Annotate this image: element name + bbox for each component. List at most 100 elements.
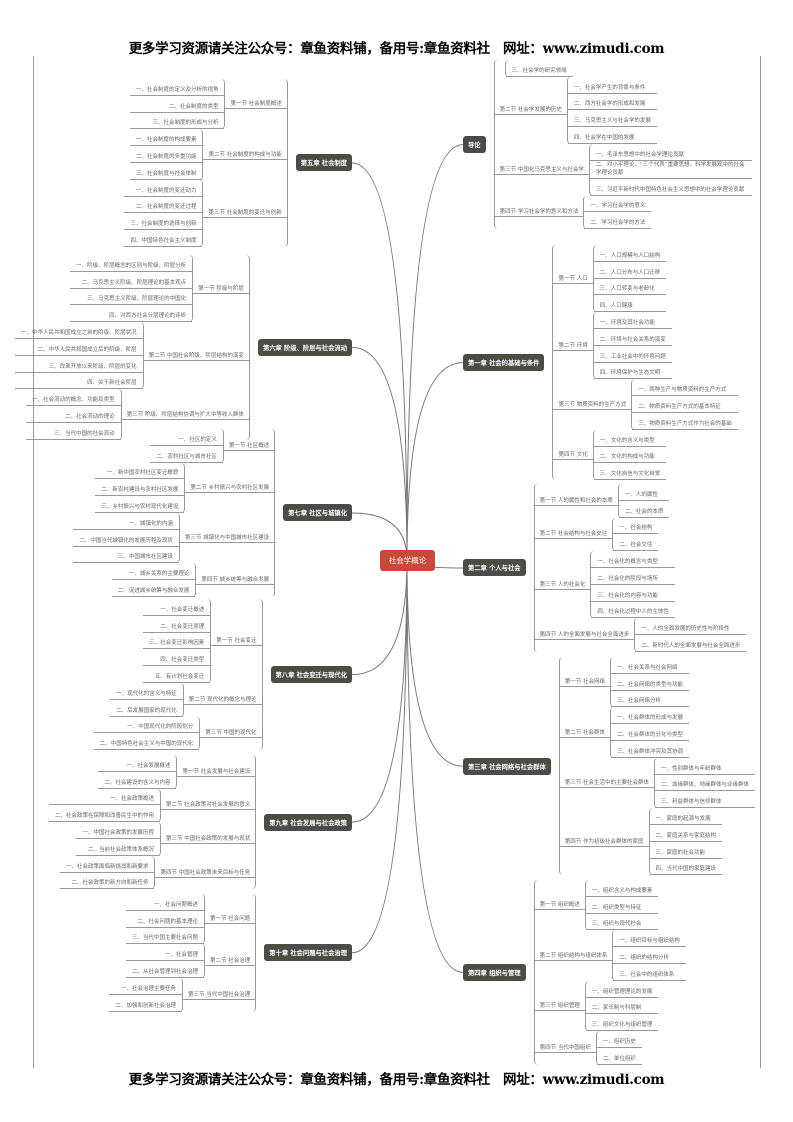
topic-node[interactable]: 三、组织与现代社会 bbox=[585, 914, 659, 931]
topic-node[interactable]: 一、组织管理理论的发展 bbox=[585, 981, 659, 998]
chapter-node[interactable]: 第四章 组织与管理 bbox=[463, 963, 526, 981]
topic-node[interactable]: 二、当前社会政策体系概况 bbox=[76, 839, 160, 856]
topic-node[interactable]: 三、当代中国主要社会问题 bbox=[125, 928, 204, 945]
topic-node[interactable]: 二、新农村建设与农村社区发展 bbox=[95, 479, 185, 497]
topic-node[interactable]: 二、促进城乡统筹与融合发展 bbox=[111, 580, 196, 597]
topic-node[interactable]: 一、社会制度的变迁动力 bbox=[124, 180, 203, 197]
topic-node[interactable]: 一、学习社会学的意义 bbox=[584, 196, 652, 213]
topic-node[interactable]: 二、学习社会学的方法 bbox=[584, 212, 652, 230]
topic-node[interactable]: 一、社会管理 bbox=[125, 944, 204, 962]
section-node[interactable]: 第一节 社会发展与社会建设 bbox=[177, 767, 256, 777]
section-node[interactable]: 第三节 中国的现代化 bbox=[200, 728, 262, 739]
topic-node[interactable]: 一、家庭的起源与发展 bbox=[649, 808, 723, 825]
topic-node[interactable]: 一、现代化的含义与特征 bbox=[110, 683, 183, 700]
topic-node[interactable]: 三、社会中的组织体系 bbox=[613, 964, 686, 981]
topic-node[interactable]: 一、人的全面发展的历史性与阶段性 bbox=[635, 618, 747, 636]
topic-node[interactable]: 三、组织文化与组织管理 bbox=[585, 1014, 659, 1032]
topic-node[interactable]: 二、从社会管理到社会治理 bbox=[125, 961, 204, 978]
topic-node[interactable]: 四、中国特色社会主义制度 bbox=[124, 230, 203, 247]
topic-node[interactable]: 一、社会政策概述 bbox=[48, 789, 160, 806]
section-node[interactable]: 第三节 当代中国社会治理 bbox=[182, 990, 256, 1000]
topic-node[interactable]: 一、社会群体的形成与发展 bbox=[611, 707, 690, 725]
section-node[interactable]: 第一节 社会变迁 bbox=[211, 636, 262, 646]
topic-node[interactable]: 二、社会政策的新方向和新任务 bbox=[59, 873, 155, 890]
section-node[interactable]: 第二节 组织结构与组织体系 bbox=[534, 951, 613, 961]
topic-node[interactable]: 三、利益群体与信仰群体 bbox=[655, 791, 756, 809]
topic-node[interactable]: 一、社会化的概念与类型 bbox=[591, 551, 675, 568]
topic-node[interactable]: 二、社会化的阶段与场所 bbox=[591, 568, 675, 585]
topic-node[interactable]: 三、工业社会中的环境问题 bbox=[593, 346, 672, 363]
topic-node[interactable]: 一、社会治理主要任务 bbox=[109, 978, 182, 995]
topic-node[interactable]: 四、环境保护与生态文明 bbox=[593, 363, 672, 380]
section-node[interactable]: 第一节 社会制度概述 bbox=[225, 99, 287, 110]
topic-node[interactable]: 四、社会化过程中人的主体性 bbox=[591, 602, 675, 619]
topic-node[interactable]: 二、社会变迁原理 bbox=[143, 616, 211, 633]
topic-node[interactable]: 五、有计划社会变迁 bbox=[143, 666, 211, 683]
section-node[interactable]: 第一节 人的属性和社会的本质 bbox=[534, 496, 618, 506]
topic-node[interactable]: 二、社会政策在保障和改善民生中的作用 bbox=[48, 805, 160, 823]
topic-node[interactable]: 三、物质资料生产方式作为社会的基础 bbox=[632, 413, 738, 430]
chapter-node[interactable]: 第七章 社区与城镇化 bbox=[283, 504, 352, 522]
chapter-node[interactable]: 第八章 社会变迁与现代化 bbox=[270, 666, 352, 684]
topic-node[interactable]: 一、阶级、阶层概念的区别与阶级、阶层分析 bbox=[70, 255, 193, 272]
topic-node[interactable]: 一、社会制度的定义及分析的视角 bbox=[129, 79, 225, 96]
topic-node[interactable]: 四、社会学在中国的发展 bbox=[567, 127, 657, 144]
topic-node[interactable]: 一、社会流动的概念、功能及类型 bbox=[26, 389, 121, 407]
topic-node[interactable]: 四、当代中国的家庭建设 bbox=[649, 859, 723, 876]
section-node[interactable]: 第三节 组织管理 bbox=[534, 1001, 585, 1011]
topic-node[interactable]: 二、后发展国家的现代化 bbox=[110, 700, 183, 717]
section-node[interactable]: 第一节 阶级与阶层 bbox=[193, 284, 249, 294]
topic-node[interactable]: 二、中华人民共和国成立后的阶级、阶层 bbox=[15, 339, 143, 356]
chapter-node[interactable]: 导论 bbox=[463, 136, 486, 154]
topic-node[interactable]: 一、新中国农村社区变迁概貌 bbox=[95, 463, 185, 480]
topic-node[interactable]: 一、中国现代化的阶段划分 bbox=[93, 717, 200, 734]
topic-node[interactable]: 一、城乡关系的主要理论 bbox=[111, 563, 196, 581]
section-node[interactable]: 第四节 文化 bbox=[553, 450, 593, 460]
chapter-node[interactable]: 第九章 社会发展与社会政策 bbox=[264, 813, 352, 831]
section-node[interactable]: 第二节 社会治理 bbox=[204, 956, 256, 967]
topic-node[interactable]: 三、社会变迁影响因素 bbox=[143, 633, 211, 650]
topic-node[interactable]: 四、社会变迁类型 bbox=[143, 649, 211, 667]
topic-node[interactable]: 一、社会问题概述 bbox=[125, 894, 204, 911]
topic-node[interactable]: 一、文化的含义与类型 bbox=[593, 430, 667, 447]
section-node[interactable]: 第四节 作为初级社会群体的家庭 bbox=[559, 837, 649, 847]
topic-node[interactable]: 二、加强和创新社会治理 bbox=[109, 995, 182, 1012]
topic-node[interactable]: 三、社会学的研究领域 bbox=[505, 60, 573, 77]
topic-node[interactable]: 一、组织含义与构成要素 bbox=[585, 880, 659, 897]
topic-node[interactable]: 一、组织历史 bbox=[596, 1031, 642, 1048]
topic-node[interactable]: 三、马克思主义阶级、阶层理论的中国化 bbox=[70, 289, 193, 306]
section-node[interactable]: 第三节 中国社会政策的发展与现状 bbox=[160, 834, 256, 844]
chapter-node[interactable]: 第一章 社会的基础与条件 bbox=[463, 354, 545, 372]
section-node[interactable]: 第四节 当代中国组织 bbox=[534, 1043, 596, 1053]
section-node[interactable]: 第三节 物质资料的生产方式 bbox=[553, 400, 632, 410]
topic-node[interactable]: 二、马克思主义阶级、阶层理论的基本观点 bbox=[70, 272, 193, 289]
section-node[interactable]: 第二节 社会政策对社会发展的意义 bbox=[160, 800, 256, 811]
topic-node[interactable]: 一、社会关系与社会网络 bbox=[611, 657, 690, 674]
topic-node[interactable]: 二、农村社区与城市社区 bbox=[150, 446, 223, 463]
topic-node[interactable]: 一、社会发展概述 bbox=[98, 755, 177, 772]
section-node[interactable]: 第四节 城乡统筹与融合发展 bbox=[196, 575, 275, 586]
section-node[interactable]: 第一节 社区概述 bbox=[223, 441, 275, 451]
section-node[interactable]: 第二节 社会学发展的历史 bbox=[494, 105, 567, 116]
topic-node[interactable]: 一、社会学产生的背景与条件 bbox=[567, 77, 657, 94]
topic-node[interactable]: 二、新时代人的全面发展与社会全面进步 bbox=[635, 635, 747, 652]
topic-node[interactable]: 二、物质资料生产方式的基本特征 bbox=[632, 396, 738, 413]
topic-node[interactable]: 二、社会网络的类型与功能 bbox=[611, 674, 690, 691]
topic-node[interactable]: 二、血缘群体、地缘群体与业缘群体 bbox=[655, 775, 756, 792]
section-node[interactable]: 第一节 社会网络 bbox=[559, 677, 611, 688]
section-node[interactable]: 第三节 城镇化与中国城市社区建设 bbox=[179, 533, 275, 544]
topic-node[interactable]: 二、社会的本质 bbox=[618, 501, 670, 518]
section-node[interactable]: 第一节 人口 bbox=[553, 274, 593, 284]
section-node[interactable]: 第四节 中国社会政策未来目标与任务 bbox=[155, 868, 256, 878]
topic-node[interactable]: 二、社会群体的分化与类型 bbox=[611, 724, 690, 741]
topic-node[interactable]: 二、文化的构成与功能 bbox=[593, 447, 667, 464]
topic-node[interactable]: 一、中国社会政策的发展历程 bbox=[76, 822, 160, 839]
section-node[interactable]: 第三节 人的社会化 bbox=[534, 580, 591, 590]
section-node[interactable]: 第三节 社会生活中的主要社会群体 bbox=[559, 778, 655, 788]
topic-node[interactable]: 三、社会制度与社会体制 bbox=[129, 163, 203, 180]
topic-node[interactable]: 二、人口分布与人口迁移 bbox=[593, 262, 667, 279]
section-node[interactable]: 第四节 学习社会学的意义和方法 bbox=[494, 207, 584, 218]
topic-node[interactable]: 一、环境及其社会功能 bbox=[593, 312, 672, 329]
topic-node[interactable]: 一、性别群体与年龄群体 bbox=[655, 758, 756, 775]
topic-node[interactable]: 三、社会化的内容与功能 bbox=[591, 585, 675, 602]
